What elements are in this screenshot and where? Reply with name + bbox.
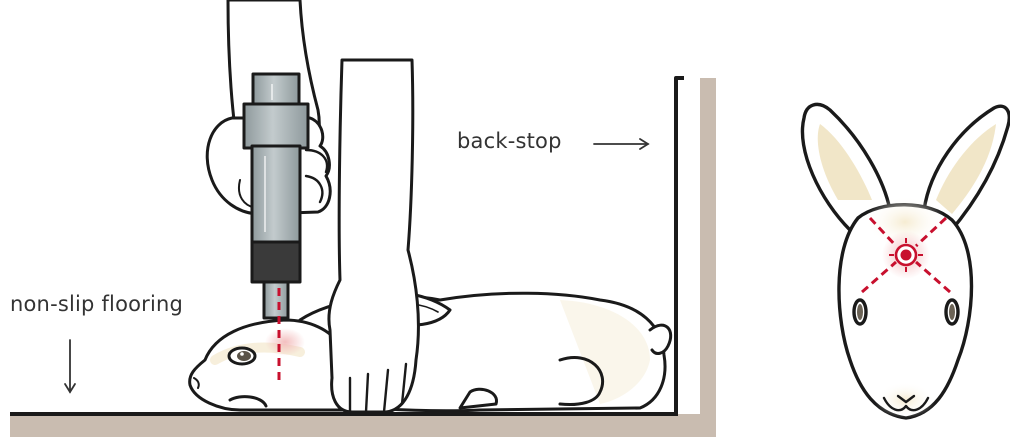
label-arrows: [64, 138, 650, 394]
impact-point: [265, 328, 305, 356]
rabbit-side-view-icon: [188, 291, 673, 413]
restraining-hand: [327, 58, 420, 414]
flooring-arrow: [64, 339, 76, 394]
captive-bolt-gun-icon: [242, 72, 310, 320]
crosshair-target-icon: [861, 216, 951, 294]
back-stop-label: back-stop: [457, 129, 562, 153]
back-stop-arrow: [593, 138, 650, 150]
rabbit-head-front-view-icon: [800, 102, 1010, 420]
non-slip-flooring-label: non-slip flooring: [10, 292, 184, 316]
enclosure: [10, 76, 716, 437]
